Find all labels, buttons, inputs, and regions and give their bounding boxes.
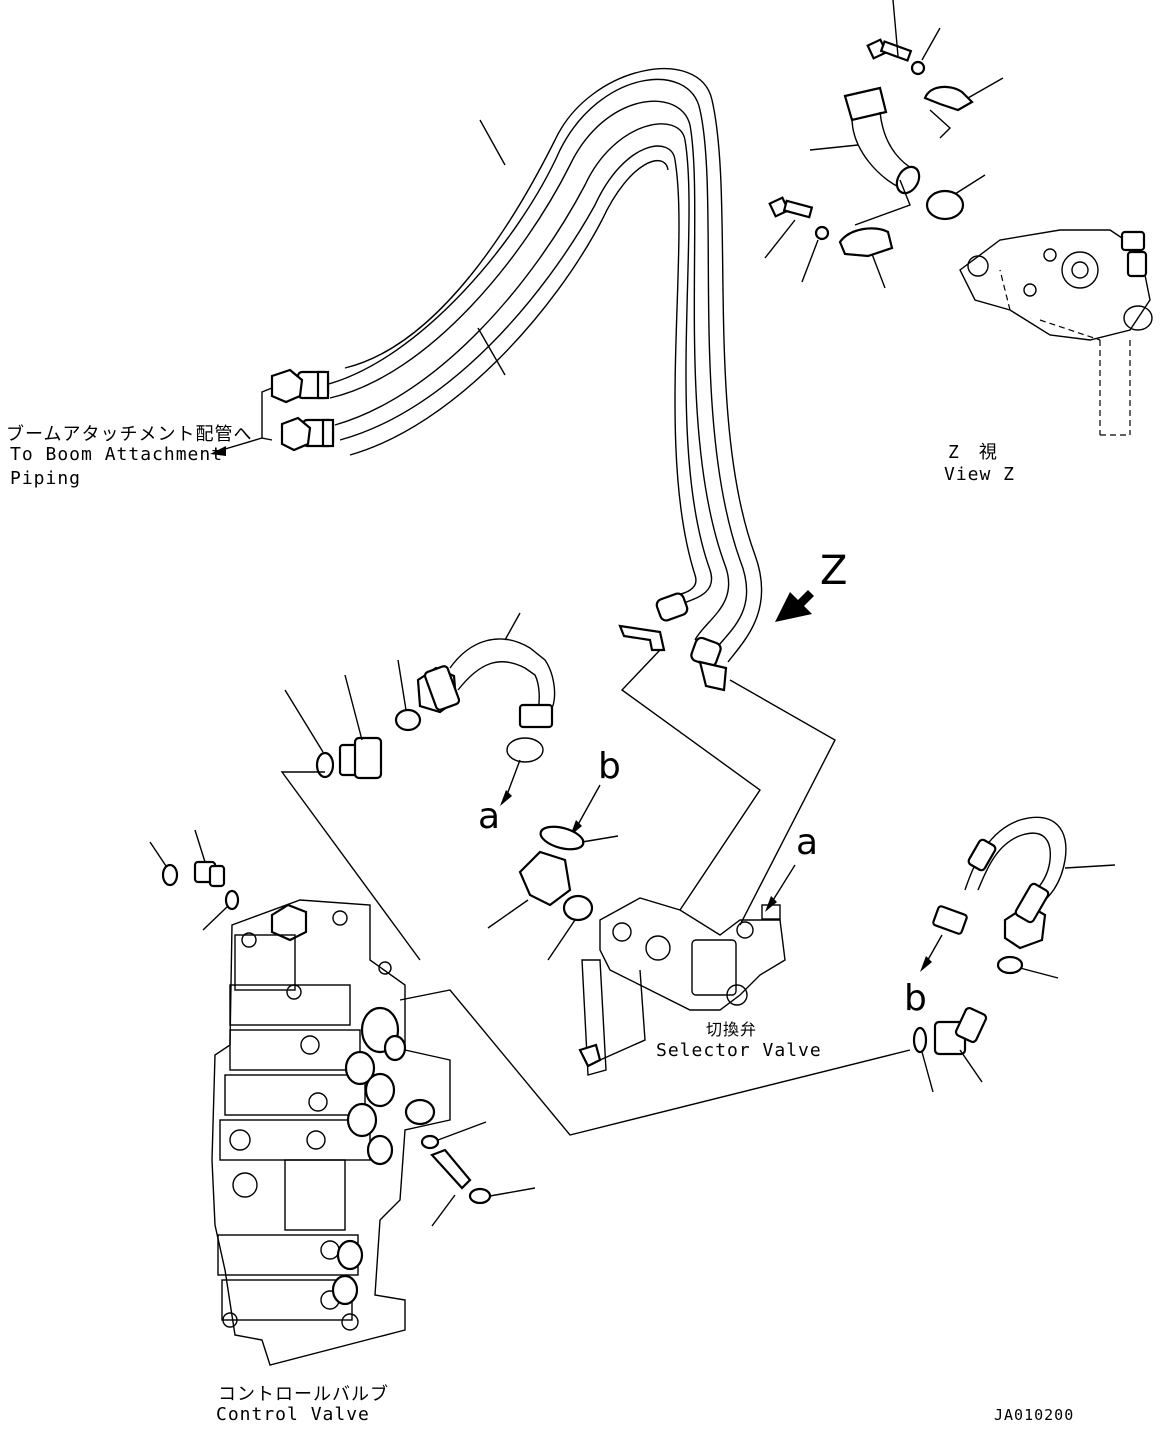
selector-valve-label-jp: 切換弁 (706, 1020, 758, 1039)
selector-valve-drawing (578, 864, 796, 1076)
ref-mark-b-right: b (904, 978, 927, 1019)
boom-piping-pointer (210, 387, 273, 456)
boom-piping-label-en-2: Piping (10, 468, 82, 489)
z-view-marker: Z (820, 548, 848, 594)
main-hose-assembly (270, 68, 763, 692)
control-valve-label-jp: コントロールバルブ (218, 1384, 389, 1405)
view-z-label-en: View Z (944, 464, 1016, 485)
control-valve-drawing (149, 829, 536, 1366)
view-z-label-jp: Z 視 (948, 442, 998, 463)
boom-piping-label-jp: ブームアタッチメント配管へ (6, 424, 253, 445)
ref-mark-a-upper: a (478, 796, 501, 837)
boom-piping-label-en-1: To Boom Attachment (10, 444, 224, 465)
ref-mark-b-upper: b (598, 746, 621, 787)
short-hose-assembly (284, 612, 619, 961)
connection-lines (280, 649, 911, 1136)
view-direction-arrow-icon (775, 590, 814, 622)
selector-valve-label-en: Selector Valve (656, 1040, 822, 1061)
view-z-detail (764, 0, 1153, 436)
right-hose-assembly (912, 816, 1116, 1093)
control-valve-label-en: Control Valve (216, 1404, 370, 1425)
drawing-code: JA010200 (994, 1406, 1075, 1424)
ref-mark-a-right: a (796, 822, 819, 863)
